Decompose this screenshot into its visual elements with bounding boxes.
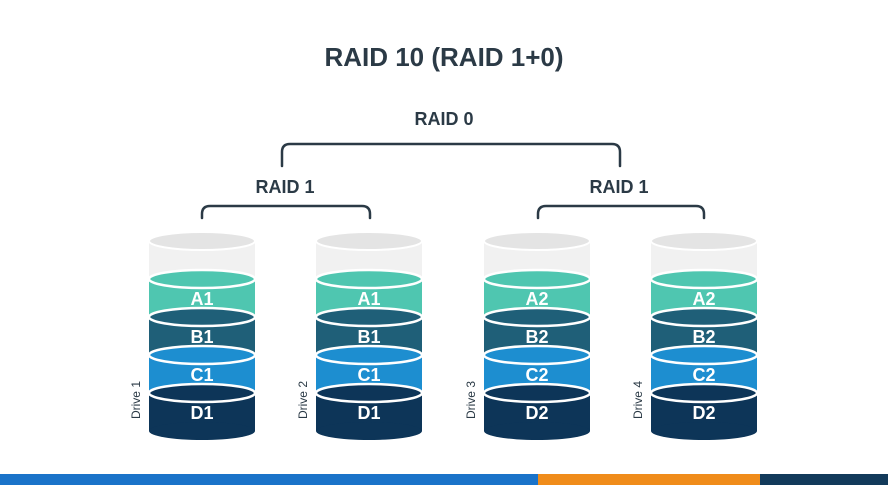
layer-top-curve <box>649 306 759 328</box>
drive-top-cap <box>148 231 256 251</box>
layer-top-curve <box>314 268 424 290</box>
raid1-right-label: RAID 1 <box>589 177 649 197</box>
layer-top-curve <box>649 382 759 404</box>
drive-top-cap <box>483 231 591 251</box>
drive-label: Drive 4 <box>631 381 645 419</box>
block-label: A2 <box>692 289 715 309</box>
drive-label: Drive 3 <box>464 381 478 419</box>
layer-top-curve <box>314 382 424 404</box>
drive-label: Drive 1 <box>129 381 143 419</box>
layer-top-curve <box>147 382 257 404</box>
footer-navy-segment <box>760 474 888 485</box>
block-label: D1 <box>357 403 380 423</box>
block-label: C2 <box>525 365 548 385</box>
layer-bottom-curve <box>651 422 757 440</box>
raid1-left-label: RAID 1 <box>255 177 315 197</box>
block-label: C2 <box>692 365 715 385</box>
footer-blue-segment <box>0 474 538 485</box>
block-label: A2 <box>525 289 548 309</box>
layer-top-curve <box>147 306 257 328</box>
layer-bottom-curve <box>484 422 590 440</box>
drive-top-cap <box>315 231 423 251</box>
block-label: B2 <box>692 327 715 347</box>
drive-label: Drive 2 <box>296 381 310 419</box>
layer-top-curve <box>482 268 592 290</box>
layer-bottom-curve <box>149 422 255 440</box>
layer-top-curve <box>314 306 424 328</box>
layer-top-curve <box>649 268 759 290</box>
block-label: D2 <box>525 403 548 423</box>
block-label: D1 <box>190 403 213 423</box>
layer-top-curve <box>482 382 592 404</box>
block-label: A1 <box>190 289 213 309</box>
block-label: C1 <box>357 365 380 385</box>
layer-bottom-curve <box>316 422 422 440</box>
layer-top-curve <box>482 306 592 328</box>
layer-top-curve <box>147 344 257 366</box>
drive-top-cap <box>650 231 758 251</box>
footer-bar <box>0 474 888 485</box>
layer-top-curve <box>649 344 759 366</box>
raid1-left-bracket <box>200 204 372 220</box>
layer-top-curve <box>482 344 592 366</box>
block-label: B1 <box>357 327 380 347</box>
block-label: A1 <box>357 289 380 309</box>
block-label: B2 <box>525 327 548 347</box>
block-label: B1 <box>190 327 213 347</box>
block-label: D2 <box>692 403 715 423</box>
block-label: C1 <box>190 365 213 385</box>
layer-top-curve <box>314 344 424 366</box>
layer-top-curve <box>147 268 257 290</box>
raid0-bracket <box>280 142 622 168</box>
page-title: RAID 10 (RAID 1+0) <box>324 42 564 72</box>
footer-orange-segment <box>538 474 760 485</box>
raid0-label: RAID 0 <box>414 109 474 129</box>
raid1-right-bracket <box>536 204 706 220</box>
